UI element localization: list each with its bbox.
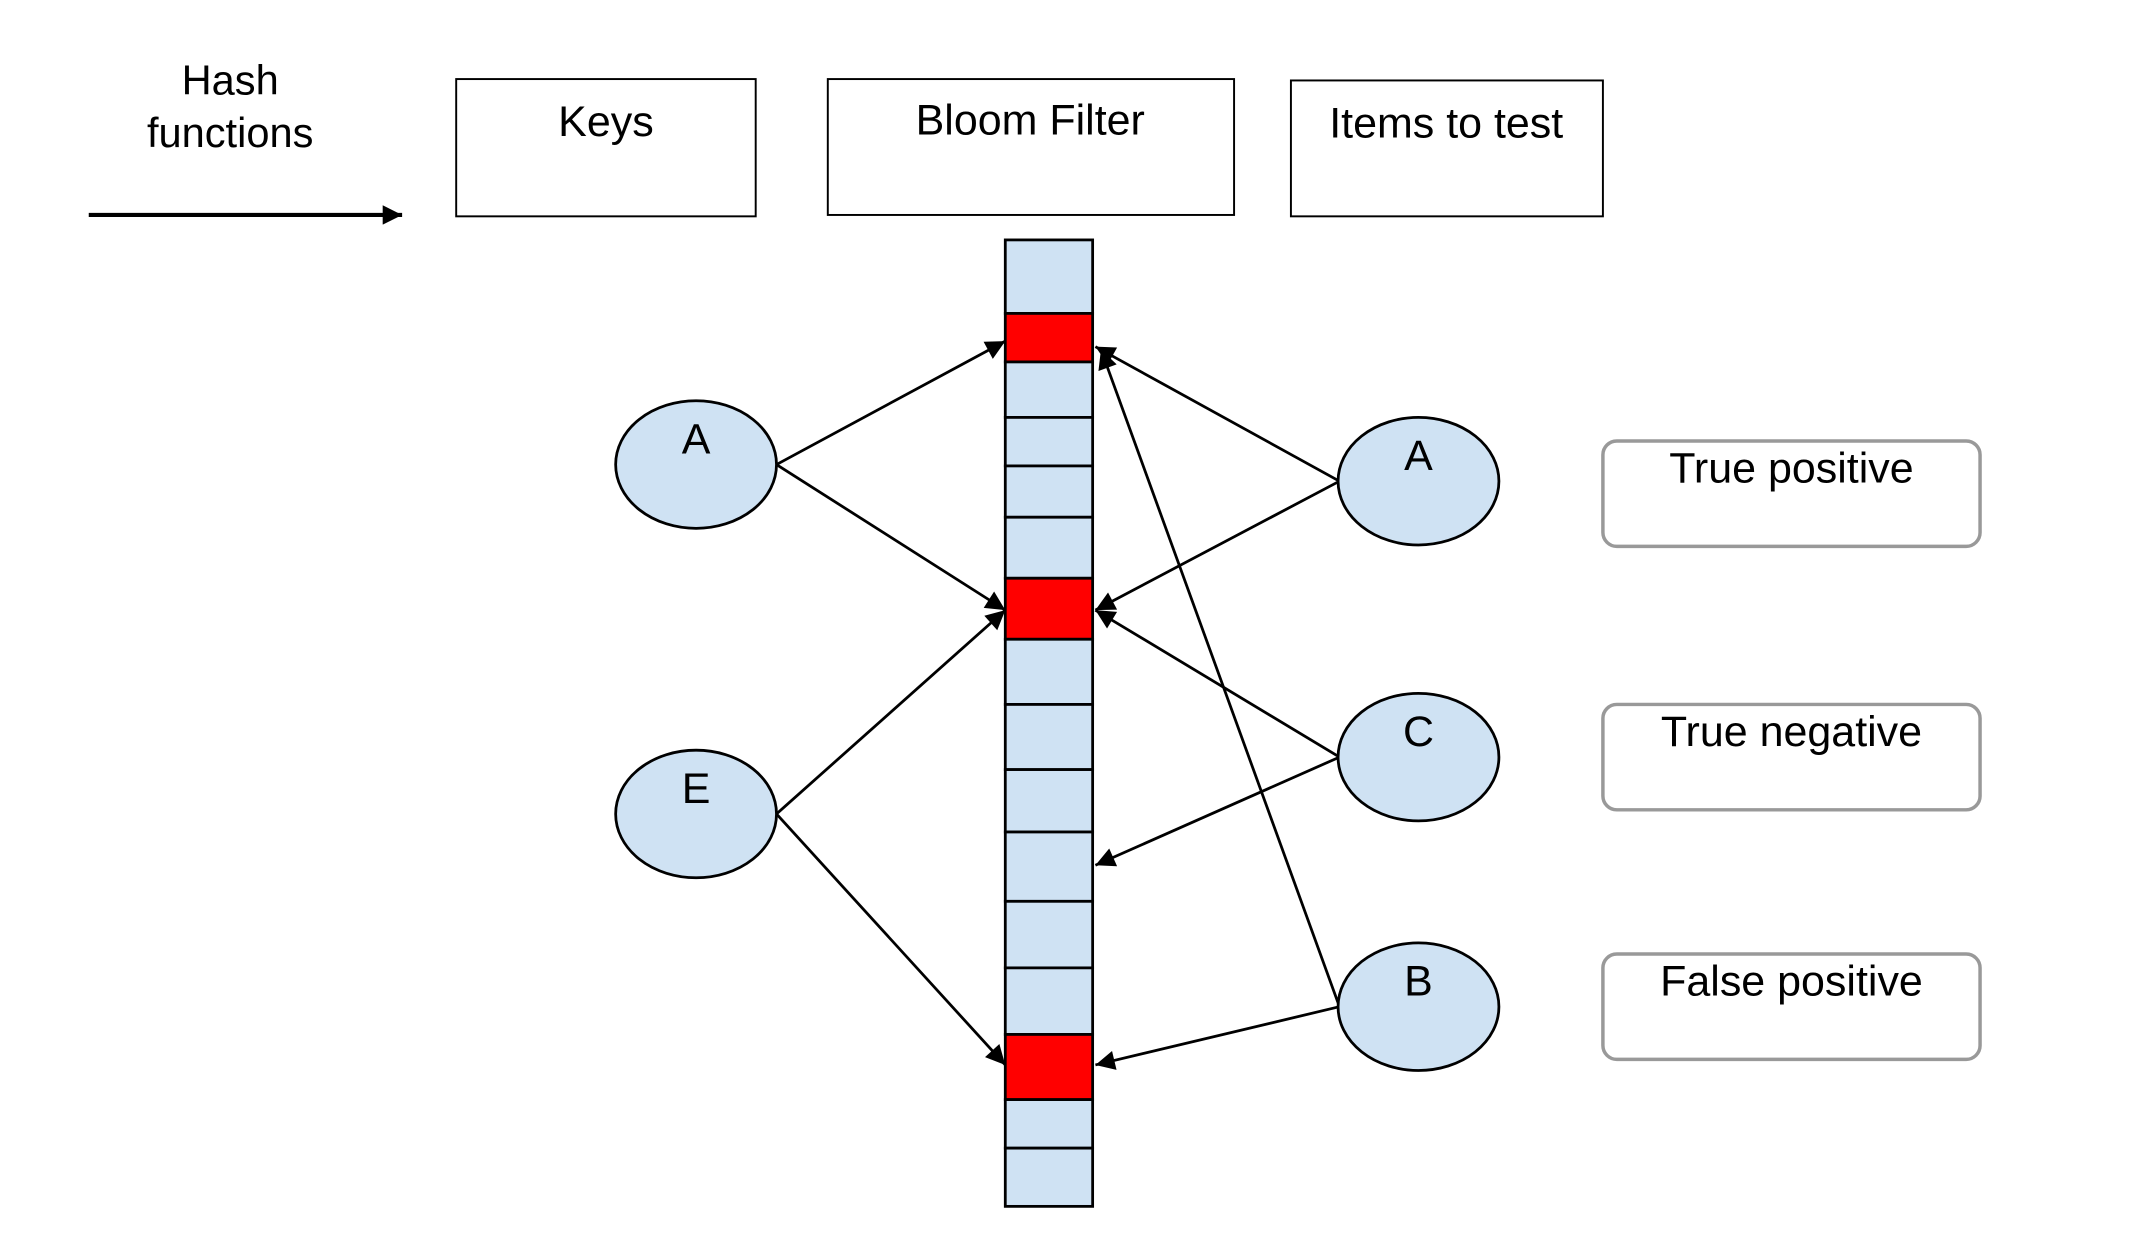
hash-edge-key-a (775, 339, 1006, 466)
hash-edge-test-b (1098, 348, 1341, 1008)
hash-edge-key-e (775, 813, 1007, 1066)
bit-cell-set (1003, 576, 1095, 641)
bit-cell-unset (1003, 637, 1095, 706)
bit-cell-unset (1003, 238, 1095, 315)
hash-edge-test-c (1094, 608, 1341, 759)
hash-label-line1: Hash (182, 56, 279, 103)
result-true-negative-label: True negative (1661, 708, 1922, 756)
hash-edge-test-c (1094, 755, 1341, 867)
result-true-positive-label: True positive (1669, 445, 1913, 493)
keys-header: Keys (455, 78, 757, 218)
items-to-test-header: Items to test (1289, 79, 1604, 218)
test-node-b-label: B (1404, 958, 1433, 1006)
bit-cell-set (1003, 1033, 1095, 1101)
bit-cell-unset (1003, 515, 1095, 580)
result-true-positive: True positive (1601, 439, 1982, 549)
bloom-filter-header-label: Bloom Filter (916, 97, 1145, 145)
bit-cell-unset (1003, 899, 1095, 970)
result-false-positive: False positive (1601, 952, 1982, 1062)
test-node-c: C (1336, 691, 1501, 823)
bit-cell-unset (1003, 703, 1095, 771)
test-node-a-label: A (1404, 432, 1433, 480)
hash-edge-test-a (1094, 345, 1341, 483)
bit-cell-unset (1003, 360, 1095, 419)
bit-cell-unset (1003, 966, 1095, 1036)
bit-cell-unset (1003, 464, 1095, 519)
hash-edge-test-a (1094, 479, 1341, 612)
bit-cell-unset (1003, 830, 1095, 903)
bit-array (1003, 238, 1095, 1208)
hash-functions-legend: Hash functions (88, 56, 403, 225)
bit-cell-set (1003, 312, 1095, 364)
hash-edge-key-a (775, 463, 1007, 612)
result-true-negative: True negative (1601, 702, 1982, 812)
bit-cell-unset (1003, 1098, 1095, 1150)
test-node-c-label: C (1403, 708, 1434, 756)
result-false-positive-label: False positive (1660, 958, 1923, 1006)
key-node-e-label: E (682, 765, 711, 813)
key-node-a: A (614, 399, 778, 530)
hash-label-line2: functions (147, 109, 313, 156)
hash-edges (775, 339, 1341, 1070)
bit-cell-unset (1003, 1146, 1095, 1208)
hash-edge-key-e (775, 609, 1007, 815)
key-node-e: E (614, 748, 778, 880)
bloom-filter-header: Bloom Filter (826, 78, 1236, 216)
bit-cell-unset (1003, 416, 1095, 468)
items-to-test-header-label: Items to test (1329, 99, 1563, 147)
test-node-a: A (1336, 416, 1501, 547)
test-node-b: B (1336, 941, 1501, 1072)
bit-cell-unset (1003, 768, 1095, 834)
key-node-a-label: A (682, 415, 711, 463)
keys-header-label: Keys (558, 98, 654, 146)
hash-edge-test-b (1095, 1005, 1340, 1070)
